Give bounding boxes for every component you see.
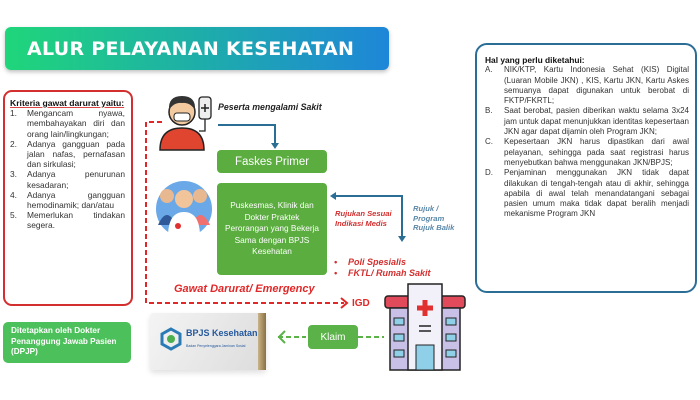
patient-label: Peserta mengalami Sakit [218,102,322,112]
page-title: ALUR PELAYANAN KESEHATAN [5,27,389,70]
item-text: Memerlukan tindakan segera. [27,210,125,231]
item-text: NIK/KTP, Kartu Indonesia Sehat (KIS) Dig… [504,65,689,106]
item-num: 4. [10,189,17,200]
list-item: 4. Adanya gangguan hemodinamik; dan/atau [10,190,125,210]
rujukan-label: Rujukan Sesuai Indikasi Medis [335,209,392,228]
item-num: 3. [10,169,17,180]
item-num: C. [485,137,493,147]
rujuk-balik-label: Rujuk / Program Rujuk Balik [413,204,455,232]
poli-label: Poli Spesialis [348,257,407,267]
item-num: A. [485,65,493,75]
dpjp-box: Ditetapkan oleh Dokter Penanggung Jawab … [3,322,131,363]
bullet: • [334,268,338,278]
bpjs-logo-icon [160,327,182,351]
doctors-icon [156,181,212,237]
faskes-primer-box: Faskes Primer [217,150,327,173]
item-text: Saat berobat, pasien diberikan waktu sel… [504,106,690,137]
hospital-icon [384,283,466,371]
item-text: Adanya penurunan kesadaran; [27,169,125,190]
item-text: Kepesertaan JKN harus dipastikan dari aw… [504,137,689,167]
list-item: 1. Mengancam nyawa, membahayakan diri dan… [10,108,125,139]
item-text: Mengancam nyawa, membahayakan diri dan o… [27,108,125,139]
list-item: 5. Memerlukan tindakan segera. [10,210,125,230]
bullet: • [334,257,338,267]
list-item: A. NIK/KTP, Kartu Indonesia Sehat (KIS) D… [485,65,689,106]
list-item: • FKTL/ Rumah Sakit [334,268,431,279]
item-text: Adanya gangguan hemodinamik; dan/atau [27,189,125,211]
item-text: Penjaminan menggunakan JKN tidak dapat d… [504,168,689,219]
item-num: B. [485,106,493,116]
bpjs-sign-image: BPJS Kesehatan Badan Penyelenggara Jamin… [150,313,266,370]
igd-label: IGD [352,298,370,309]
list-item: D. Penjaminan menggunakan JKN tidak dapat… [485,168,689,219]
item-num: 2. [10,138,17,149]
info-heading: Hal yang perlu diketahui: [485,55,585,65]
list-item: 3. Adanya penurunan kesadaran; [10,169,125,189]
criteria-box: Kriteria gawat darurat yaitu: 1. Menganca… [3,90,133,306]
referral-list: • Poli Spesialis • FKTL/ Rumah Sakit [334,257,431,279]
list-item: B. Saat berobat, pasien diberikan waktu s… [485,106,689,137]
emergency-label: Gawat Darurat/ Emergency [174,283,315,295]
criteria-heading: Kriteria gawat darurat yaitu: [10,98,125,108]
puskesmas-box: Puskesmas, Klinik dan Dokter Praktek Per… [217,183,327,275]
klaim-box: Klaim [308,325,358,349]
info-box: Hal yang perlu diketahui: A. NIK/KTP, Kar… [475,43,697,293]
list-item: • Poli Spesialis [334,257,431,268]
bpjs-logo-sub: Badan Penyelenggara Jaminan Sosial [186,344,246,348]
list-item: C. Kepesertaan JKN harus dipastikan dari … [485,137,689,168]
item-num: 5. [10,210,17,221]
fktl-label: FKTL/ Rumah Sakit [348,268,431,278]
item-num: D. [485,168,493,178]
list-item: 2. Adanya gangguan pada jalan nafas, pern… [10,139,125,170]
item-num: 1. [10,108,17,119]
patient-icon [159,96,212,151]
bpjs-logo-text: BPJS Kesehatan [186,328,258,338]
item-text: Adanya gangguan pada jalan nafas, pernaf… [27,138,125,170]
